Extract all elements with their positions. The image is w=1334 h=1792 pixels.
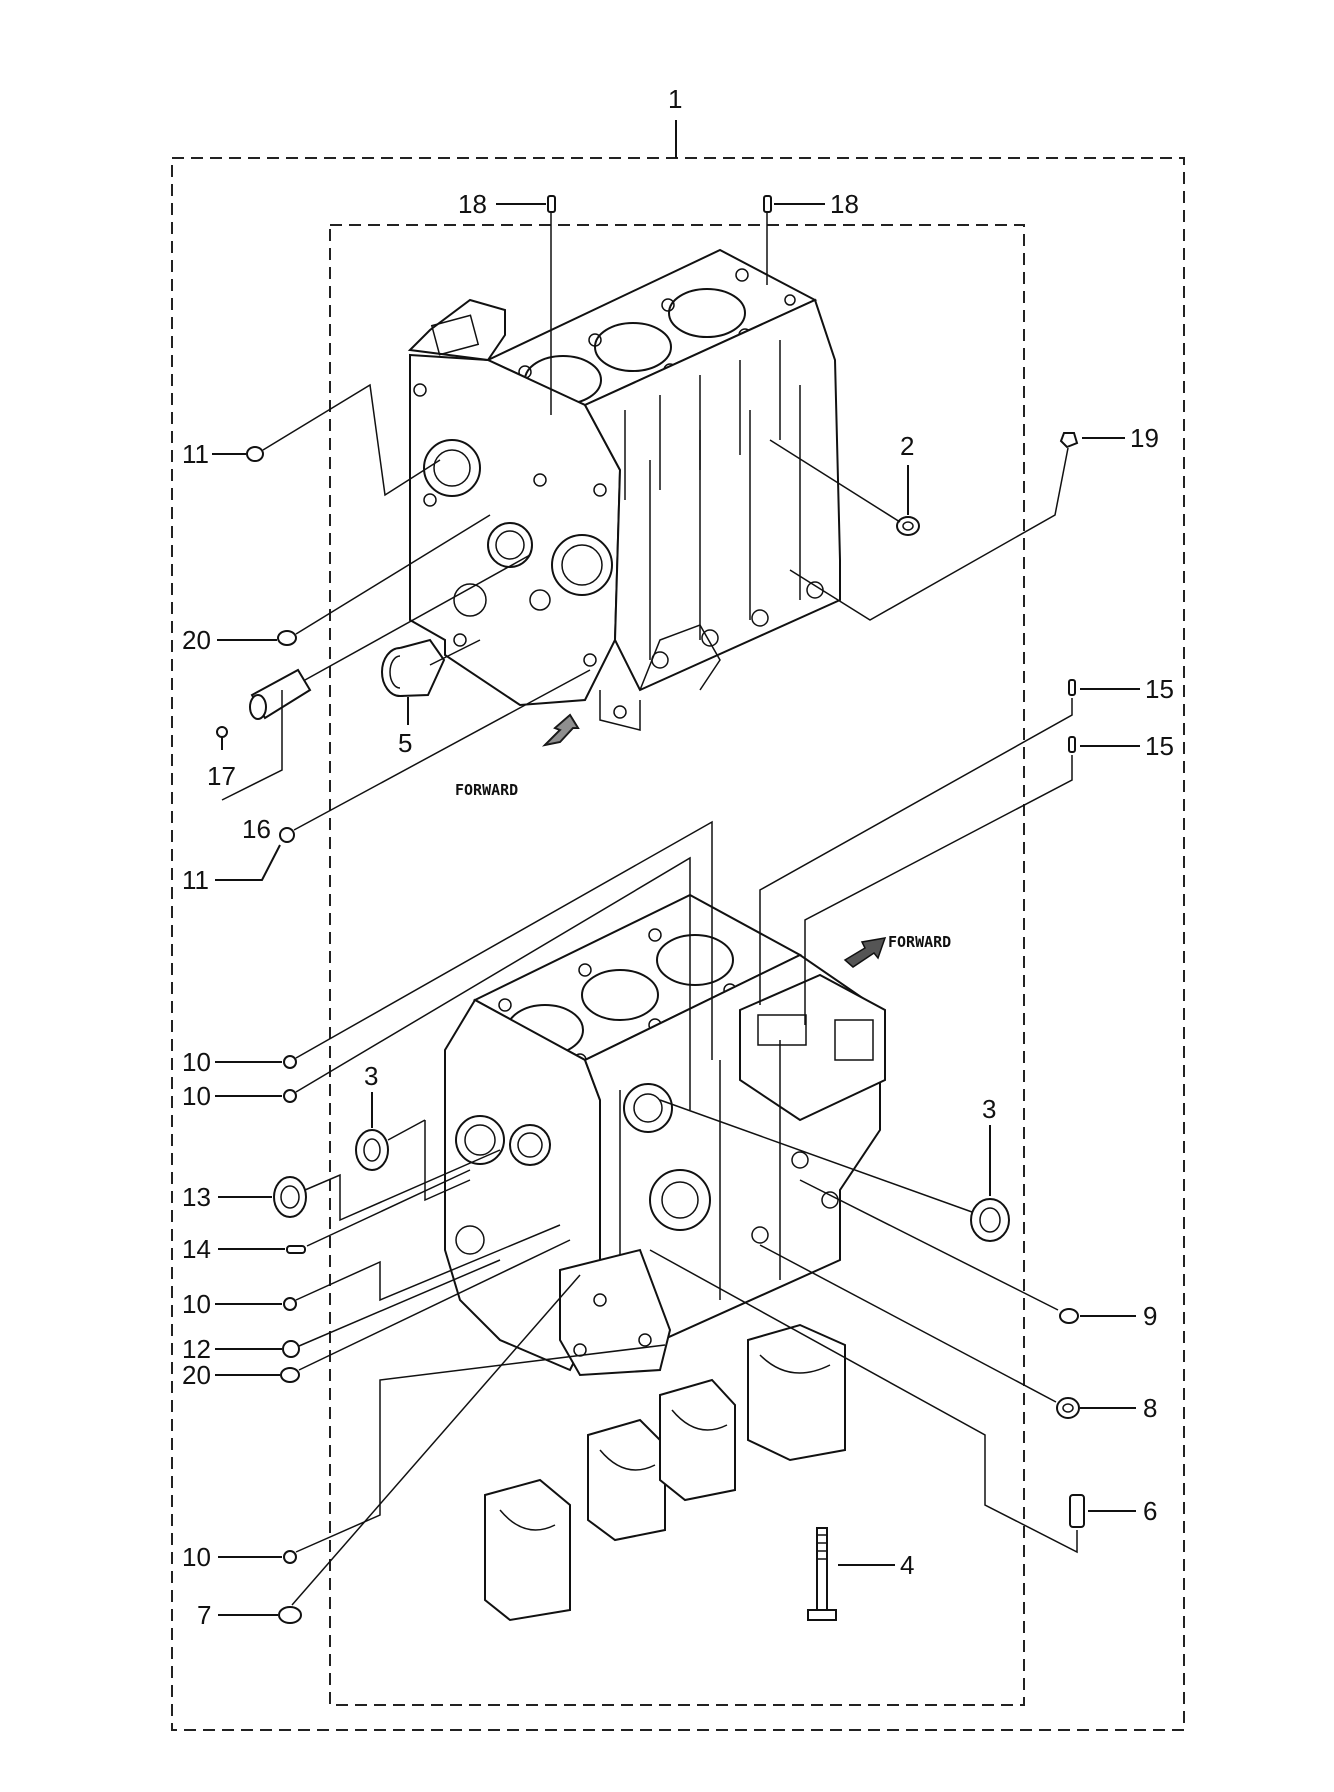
forward-arrow-top: FORWARD: [455, 713, 580, 799]
callout-11-bottom: 11: [182, 865, 209, 895]
forward-label-bottom: FORWARD: [888, 933, 951, 951]
callout-18-right: 18: [830, 189, 859, 219]
callout-5: 5: [398, 728, 412, 758]
callout-15-bottom: 15: [1145, 731, 1174, 761]
forward-label-top: FORWARD: [455, 781, 518, 799]
callout-6: 6: [1143, 1496, 1157, 1526]
callout-labels: 1 18 18 11 2 19 20 5 17 16 11 15 15 10 1…: [182, 84, 1174, 1630]
part-4-bolt: [807, 1527, 837, 1621]
callout-8: 8: [1143, 1393, 1157, 1423]
callout-3-left: 3: [364, 1061, 378, 1091]
small-parts: [216, 195, 1085, 1624]
callout-10-d: 10: [182, 1542, 211, 1572]
callout-13: 13: [182, 1182, 211, 1212]
assembly-outer-box: [171, 157, 1185, 1731]
pin-18-left: [547, 195, 556, 213]
assembly-inner-box: [329, 224, 1025, 1706]
callout-10-a: 10: [182, 1047, 211, 1077]
callout-15-top: 15: [1145, 674, 1174, 704]
lower-cylinder-block: [444, 893, 886, 1377]
callout-18-left: 18: [458, 189, 487, 219]
callout-4: 4: [900, 1550, 914, 1580]
callout-7: 7: [197, 1600, 211, 1630]
callout-3-right: 3: [982, 1094, 996, 1124]
leader-lines: [212, 203, 1140, 1616]
callout-19: 19: [1130, 423, 1159, 453]
callout-12: 12: [182, 1334, 211, 1364]
callout-10-b: 10: [182, 1081, 211, 1111]
pin-18-right: [763, 195, 772, 213]
callout-16: 16: [242, 814, 271, 844]
callout-2: 2: [900, 431, 914, 461]
callout-20-bottom: 20: [182, 1360, 211, 1390]
callout-10-c: 10: [182, 1289, 211, 1319]
callout-11-top: 11: [182, 439, 209, 469]
upper-cylinder-block: [407, 248, 841, 731]
forward-arrow-bottom: FORWARD: [843, 933, 951, 968]
callout-20-top: 20: [182, 625, 211, 655]
callout-17: 17: [207, 761, 236, 791]
callout-9: 9: [1143, 1301, 1157, 1331]
callout-14: 14: [182, 1234, 211, 1264]
main-bearing-caps: [484, 1323, 846, 1622]
callout-1: 1: [668, 84, 682, 114]
